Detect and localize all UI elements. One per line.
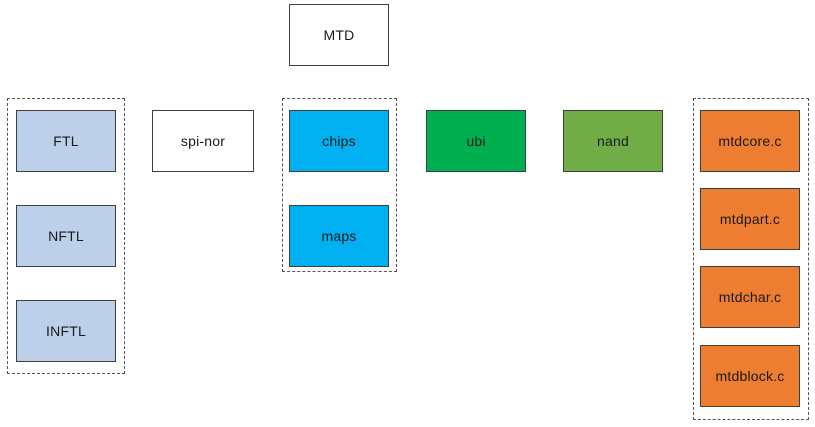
mtd-core-files-group — [693, 98, 809, 420]
ftl-box: FTL — [16, 110, 116, 172]
mtdchar-box: mtdchar.c — [700, 266, 800, 328]
translation-layer-group — [7, 98, 125, 374]
inftl-box: INFTL — [16, 300, 116, 362]
mtd-box: MTD — [289, 4, 389, 66]
chips-box: chips — [289, 110, 389, 172]
chips-maps-group — [282, 98, 397, 272]
mtdblock-box: mtdblock.c — [700, 345, 800, 407]
nftl-box: NFTL — [16, 205, 116, 267]
mtdpart-box: mtdpart.c — [700, 188, 800, 250]
ubi-box: ubi — [426, 110, 526, 172]
mtdcore-box: mtdcore.c — [700, 110, 800, 172]
spi-nor-box: spi-nor — [152, 110, 254, 172]
nand-box: nand — [563, 110, 663, 172]
maps-box: maps — [289, 205, 389, 267]
